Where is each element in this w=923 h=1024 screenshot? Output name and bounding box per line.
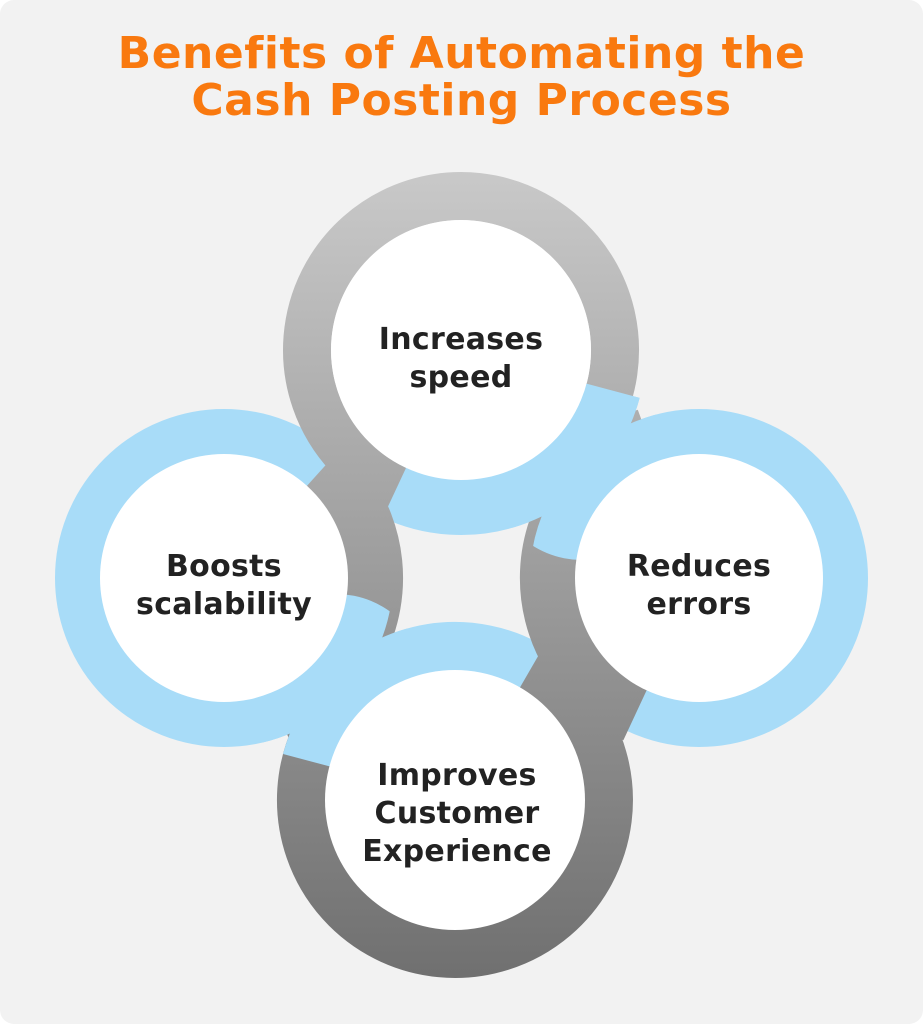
left-node-label: Boosts scalability [136, 548, 312, 624]
top-node-disc [331, 220, 591, 480]
right-node-disc [575, 454, 823, 702]
bottom-node-label-line-1: Improves [377, 758, 537, 793]
top-ring [283, 172, 639, 512]
left-node-label-line-1: Boosts [166, 549, 282, 584]
right-node-label-line-1: Reduces [626, 549, 772, 584]
top-node-label-line-1: Increases [378, 322, 544, 357]
left-node-disc [100, 454, 348, 702]
page-title-line-1: Benefits of Automating the [117, 28, 806, 79]
right-node-label-line-2: errors [646, 587, 752, 622]
bottom-node-disc [325, 670, 585, 930]
bottom-ring-blue-thread-patch [283, 621, 428, 770]
top-node-label: Increases speed [379, 321, 543, 397]
top-node-label-line-2: speed [409, 360, 513, 395]
bottom-node-label-line-3: Experience [362, 834, 552, 869]
bottom-ring [277, 645, 633, 978]
page-title: Benefits of Automating the Cash Posting … [0, 30, 923, 124]
bottom-node-label: Improves Customer Experience [362, 757, 552, 871]
page-title-line-2: Cash Posting Process [191, 75, 732, 126]
node-discs [100, 220, 823, 930]
left-node-label-line-2: scalability [136, 587, 312, 622]
weave-patch-bottom-left [244, 594, 428, 770]
weave-patch-top-right [490, 381, 674, 560]
top-ring-blue-thread-patch [490, 381, 640, 535]
right-node-label: Reduces errors [627, 548, 771, 624]
bottom-node-label-line-2: Customer [374, 796, 540, 831]
